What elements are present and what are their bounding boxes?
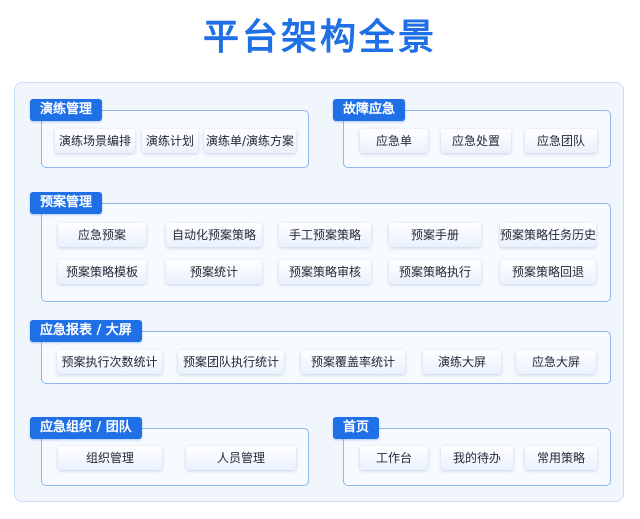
home-item[interactable]: 工作台	[360, 446, 428, 470]
plan-item[interactable]: 自动化预案策略	[166, 223, 262, 247]
fault-item[interactable]: 应急团队	[525, 129, 597, 153]
plan-item[interactable]: 应急预案	[58, 223, 146, 247]
report-item[interactable]: 应急大屏	[516, 350, 596, 374]
page-title: 平台架构全景	[202, 17, 437, 58]
org-item[interactable]: 组织管理	[58, 446, 162, 470]
drill-item[interactable]: 演练计划	[142, 129, 198, 153]
plan-item[interactable]: 手工预案策略	[279, 223, 371, 247]
fault-item[interactable]: 应急单	[360, 129, 428, 153]
plan-item[interactable]: 预案策略模板	[58, 260, 146, 284]
section-report-label: 应急报表 / 大屏	[30, 320, 142, 342]
report-item[interactable]: 演练大屏	[423, 350, 501, 374]
plan-item[interactable]: 预案手册	[389, 223, 481, 247]
section-fault-label: 故障应急	[333, 99, 406, 121]
report-item[interactable]: 预案执行次数统计	[57, 350, 162, 374]
report-item[interactable]: 预案覆盖率统计	[301, 350, 405, 374]
org-item[interactable]: 人员管理	[186, 446, 296, 470]
home-item[interactable]: 我的待办	[441, 446, 513, 470]
plan-item[interactable]: 预案策略任务历史	[500, 223, 596, 247]
drill-item[interactable]: 演练场景编排	[55, 129, 135, 153]
section-plan-label: 预案管理	[30, 192, 103, 214]
drill-item[interactable]: 演练单/演练方案	[204, 129, 296, 153]
section-drill-label: 演练管理	[30, 99, 103, 121]
section-home-label: 首页	[333, 417, 380, 439]
home-item[interactable]: 常用策略	[525, 446, 597, 470]
plan-item[interactable]: 预案统计	[166, 260, 262, 284]
section-org-label: 应急组织 / 团队	[30, 417, 142, 439]
plan-item[interactable]: 预案策略审核	[279, 260, 371, 284]
section-plan-panel	[41, 203, 611, 302]
report-item[interactable]: 预案团队执行统计	[178, 350, 284, 374]
plan-item[interactable]: 预案策略回退	[500, 260, 596, 284]
plan-item[interactable]: 预案策略执行	[389, 260, 481, 284]
fault-item[interactable]: 应急处置	[441, 129, 511, 153]
